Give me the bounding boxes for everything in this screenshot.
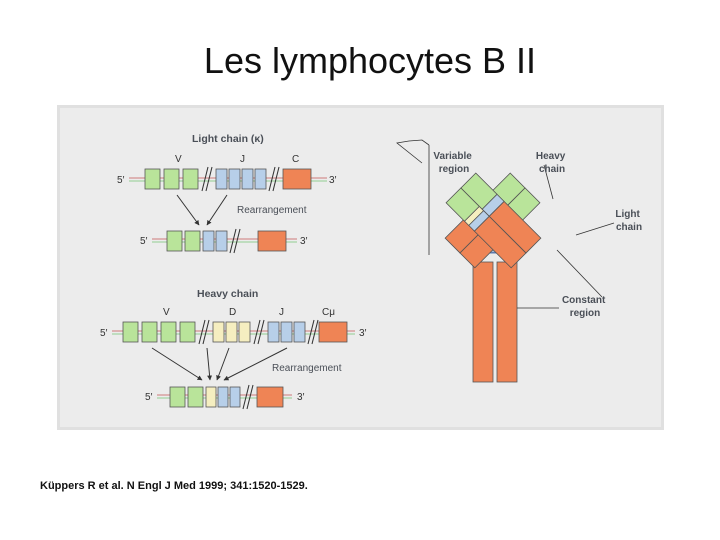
j-segment	[241, 168, 254, 190]
light-chain-germline-3prime: 3′	[329, 175, 337, 186]
heavy-chain-constant-stem	[472, 261, 494, 383]
light-chain-callout	[575, 222, 615, 236]
heavy-chain-constant-stem	[496, 261, 518, 383]
light-chain-germline-5prime: 5′	[117, 175, 125, 186]
light-chain-label: Light chain	[615, 209, 642, 233]
j-segment	[280, 321, 293, 343]
heavy-chain-rearranged-3prime: 3′	[297, 392, 305, 403]
figure-background	[60, 108, 661, 427]
j-segment	[229, 386, 241, 408]
light-chain-germline-dna: 5′ 3′	[117, 166, 337, 192]
v-segment	[122, 321, 139, 343]
rearrangement-arrow	[176, 194, 200, 226]
j-segment	[215, 230, 228, 252]
heavy-chain-callout	[543, 164, 554, 200]
antibody-molecule: Variable region Heavy chain Light chain …	[396, 139, 642, 383]
j-segment	[217, 386, 229, 408]
slide-title: Les lymphocytes B II	[203, 40, 537, 81]
heavy-chain-j-label: J	[279, 307, 284, 318]
d-segment	[205, 386, 217, 408]
v-segment	[160, 321, 177, 343]
v-segment	[144, 168, 161, 190]
heavy-chain-title: Heavy chain	[197, 288, 258, 300]
light-chain-rearrangement-label: Rearrangement	[237, 205, 307, 216]
v-segment	[166, 230, 183, 252]
constant-segment	[318, 321, 348, 343]
light-chain-c-label: C	[292, 154, 299, 165]
light-chain-j-label: J	[240, 154, 245, 165]
light-chain-rearranged-3prime: 3′	[300, 236, 308, 247]
v-segment	[184, 230, 201, 252]
heavy-chain-rearranged-5prime: 5′	[145, 392, 153, 403]
constant-region-callout	[556, 249, 603, 298]
heavy-chain-germline-5prime: 5′	[100, 328, 108, 339]
rearrangement-arrow	[216, 347, 230, 381]
heavy-chain-rearrangement-label: Rearrangement	[272, 363, 342, 374]
light-chain-v-label: V	[175, 154, 182, 165]
v-segment	[179, 321, 196, 343]
heavy-chain-section: Heavy chain V D J Cμ 5′ 3′	[100, 288, 367, 410]
d-segment	[238, 321, 251, 343]
light-chain-rearranged-5prime: 5′	[140, 236, 148, 247]
d-segment	[225, 321, 238, 343]
j-segment	[228, 168, 241, 190]
constant-segment	[257, 230, 287, 252]
rearrangement-arrow	[223, 347, 288, 381]
j-segment	[215, 168, 228, 190]
heavy-chain-label: Heavy chain	[536, 151, 568, 175]
heavy-chain-v-label: V	[163, 307, 170, 318]
citation: Küppers R et al. N Engl J Med 1999; 341:…	[40, 480, 308, 492]
v-segment	[141, 321, 158, 343]
v-segment	[163, 168, 180, 190]
heavy-chain-rearranged-dna: 5′ 3′	[145, 384, 305, 410]
variable-region-label: Variable region	[433, 151, 474, 175]
rearrangement-arrow	[151, 347, 203, 381]
heavy-chain-germline-dna: 5′ 3′	[100, 319, 367, 345]
d-segment	[212, 321, 225, 343]
j-segment	[267, 321, 280, 343]
constant-region-label: Constant region	[562, 295, 608, 319]
j-segment	[202, 230, 215, 252]
v-segment	[187, 386, 204, 408]
right-arm	[445, 172, 542, 269]
heavy-chain-germline-3prime: 3′	[359, 328, 367, 339]
rearrangement-arrow	[206, 347, 213, 381]
j-segment	[293, 321, 306, 343]
v-segment	[182, 168, 199, 190]
light-chain-title: Light chain (κ)	[192, 133, 264, 145]
light-chain-rearranged-dna: 5′ 3′	[140, 228, 308, 254]
rearrangement-arrow	[206, 194, 228, 226]
antibody-figure: Light chain (κ) V J C 5′ 3′ Rearrangemen…	[57, 105, 664, 430]
j-segment	[254, 168, 267, 190]
light-chain-v	[460, 172, 498, 210]
constant-segment	[282, 168, 312, 190]
v-segment	[169, 386, 186, 408]
heavy-chain-d-label: D	[229, 307, 236, 318]
light-chain-section: Light chain (κ) V J C 5′ 3′ Rearrangemen…	[117, 133, 337, 254]
constant-segment	[256, 386, 284, 408]
variable-region-callout	[396, 139, 430, 164]
heavy-chain-c-label: Cμ	[322, 307, 335, 318]
